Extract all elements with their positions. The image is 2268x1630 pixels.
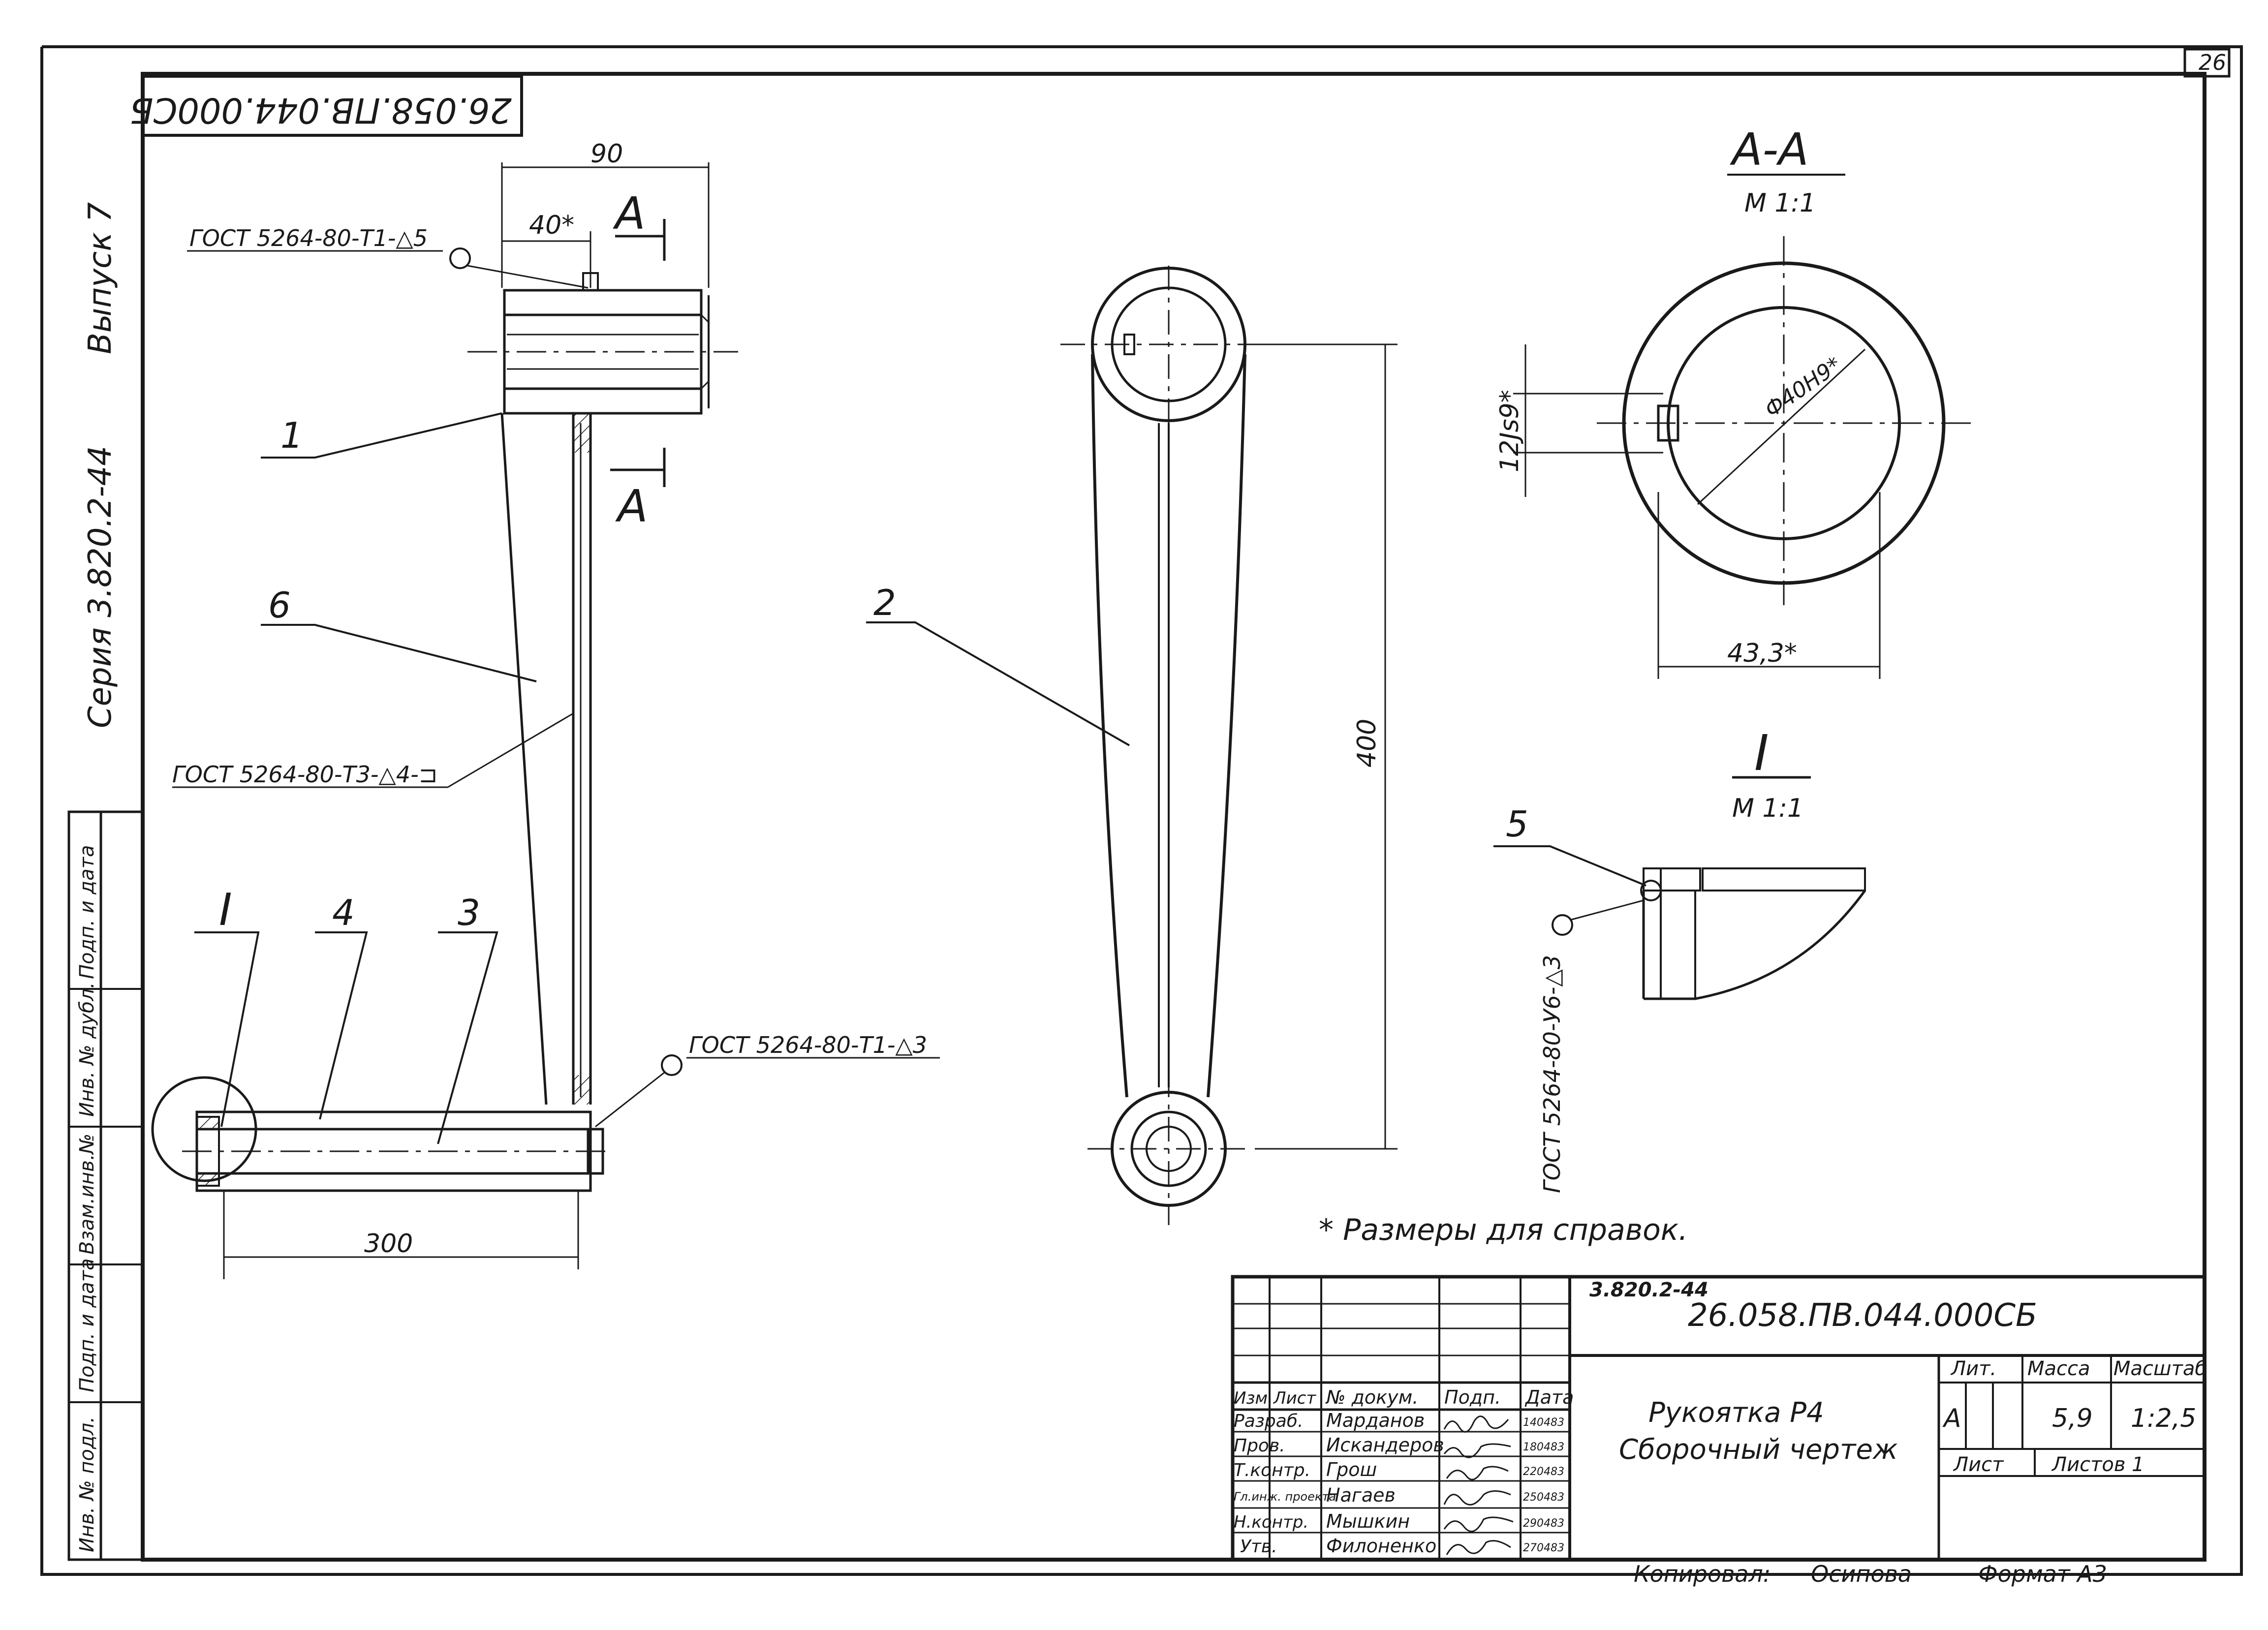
tb-date-5: 270483 — [1523, 1542, 1564, 1554]
stamp-label-1: Подп. и дата — [76, 845, 98, 979]
sheet-border — [40, 45, 2243, 1576]
section-aa-title: А-А — [1730, 124, 1809, 176]
keyway-dimension: 12Js9* — [1495, 390, 1524, 472]
rotated-code: 26.058.ПВ.044.000СБ — [130, 90, 512, 130]
tb-header-izm: Изм. — [1234, 1388, 1273, 1408]
tb-scale-value: 1:2,5 — [2131, 1404, 2196, 1433]
section-mark-top: А — [613, 188, 646, 240]
dim-overall-width: 90 — [590, 139, 623, 169]
tb-format: Формат А3 — [1978, 1561, 2107, 1587]
tb-lit-value: А — [1942, 1404, 1961, 1433]
outer-dimension: 43,3* — [1727, 639, 1797, 668]
tb-sheet-label: Лист — [1953, 1453, 2004, 1476]
tb-name-3: Нагаев — [1326, 1484, 1396, 1506]
section-mark-bottom: А — [615, 481, 648, 532]
tb-role-5: Утв. — [1240, 1537, 1277, 1557]
tb-date-2: 220483 — [1523, 1466, 1564, 1478]
tb-role-4: Н.контр. — [1234, 1512, 1308, 1532]
callout-2: 2 — [873, 582, 896, 623]
reference-note: * Размеры для справок. — [1319, 1213, 1688, 1247]
stamp-label-5: Инв. № подл. — [76, 1416, 98, 1552]
weld-note-hub: ГОСТ 5264-80-Т1-△5 — [189, 225, 428, 251]
stamp-label-3: Взам.инв.№ — [76, 1134, 98, 1255]
callout-4: 4 — [332, 892, 355, 933]
page-number: 26 — [2199, 50, 2226, 75]
tb-role-1: Пров. — [1234, 1436, 1285, 1456]
detail-weld-note: ГОСТ 5264-80-У6-△3 — [1539, 955, 1565, 1193]
callout-1: 1 — [280, 415, 303, 456]
tb-series-code: 3.820.2-44 — [1589, 1279, 1709, 1301]
tb-name-4: Мышкин — [1326, 1510, 1410, 1532]
section-aa-view — [1513, 174, 1973, 679]
tb-name-line2: Сборочный чертеж — [1619, 1434, 1897, 1466]
section-aa-scale: М 1:1 — [1744, 188, 1816, 218]
dim-length: 400 — [1352, 719, 1382, 768]
tb-name-1: Искандеров — [1326, 1434, 1444, 1456]
weld-note-pin: ГОСТ 5264-80-Т1-△3 — [689, 1032, 927, 1058]
detail-i-view — [1493, 776, 1866, 1000]
bore-dimension: Ф40Н9* — [1760, 352, 1846, 423]
rotated-code-box: 26.058.ПВ.044.000СБ — [130, 75, 523, 137]
tb-header-date: Дата — [1524, 1386, 1574, 1408]
tb-name-line1: Рукоятка Р4 — [1648, 1397, 1824, 1429]
left-view-handle — [151, 162, 940, 1279]
tb-role-0: Разраб. — [1234, 1411, 1303, 1431]
tb-header-sign: Подп. — [1444, 1386, 1501, 1408]
tb-sheets-label: Листов 1 — [2051, 1453, 2144, 1476]
title-block — [1231, 1275, 2206, 1562]
tb-doc-code: 26.058.ПВ.044.000СБ — [1688, 1297, 2037, 1334]
tb-date-3: 250483 — [1523, 1491, 1564, 1504]
tb-role-3: Гл.инж. проекта — [1234, 1490, 1336, 1504]
series-label: Серия 3.820.2-44 — [82, 446, 119, 728]
stamp-label-4: Подп. и дата — [76, 1259, 98, 1392]
callout-5: 5 — [1506, 803, 1528, 845]
weld-note-arm: ГОСТ 5264-80-Т3-△4-⊐ — [172, 761, 437, 788]
detail-i-scale: М 1:1 — [1732, 794, 1803, 823]
tb-role-2: Т.контр. — [1234, 1460, 1310, 1480]
callout-detail-i: I — [219, 884, 232, 936]
tb-date-1: 180483 — [1523, 1441, 1564, 1453]
issue-label: Выпуск 7 — [82, 202, 119, 354]
tb-header-doc: № докум. — [1325, 1386, 1418, 1408]
tb-copied-by: Осипова — [1811, 1561, 1912, 1587]
left-stamp-column — [67, 810, 144, 1561]
tb-scale-label: Масштаб — [2113, 1357, 2207, 1380]
dim-hub-length: 40* — [529, 211, 574, 240]
tb-mass-value: 5,9 — [2052, 1404, 2093, 1433]
tb-lit-label: Лит. — [1950, 1357, 1996, 1380]
tb-date-4: 290483 — [1523, 1517, 1564, 1530]
callout-6: 6 — [268, 584, 291, 626]
tb-header-list: Лист — [1273, 1388, 1316, 1408]
stamp-label-2: Инв. № дубл. — [76, 982, 98, 1117]
detail-i-title: I — [1754, 724, 1769, 782]
tb-name-2: Грош — [1326, 1459, 1377, 1480]
tb-name-0: Марданов — [1326, 1410, 1425, 1431]
callout-3: 3 — [458, 892, 480, 933]
middle-view-lever — [866, 266, 1398, 1225]
tb-name-5: Филоненко — [1326, 1535, 1436, 1557]
dim-pin-length: 300 — [364, 1229, 413, 1259]
tb-copied-label: Копировал: — [1634, 1561, 1771, 1587]
tb-mass-label: Масса — [2027, 1357, 2090, 1380]
tb-date-0: 140483 — [1523, 1416, 1564, 1429]
